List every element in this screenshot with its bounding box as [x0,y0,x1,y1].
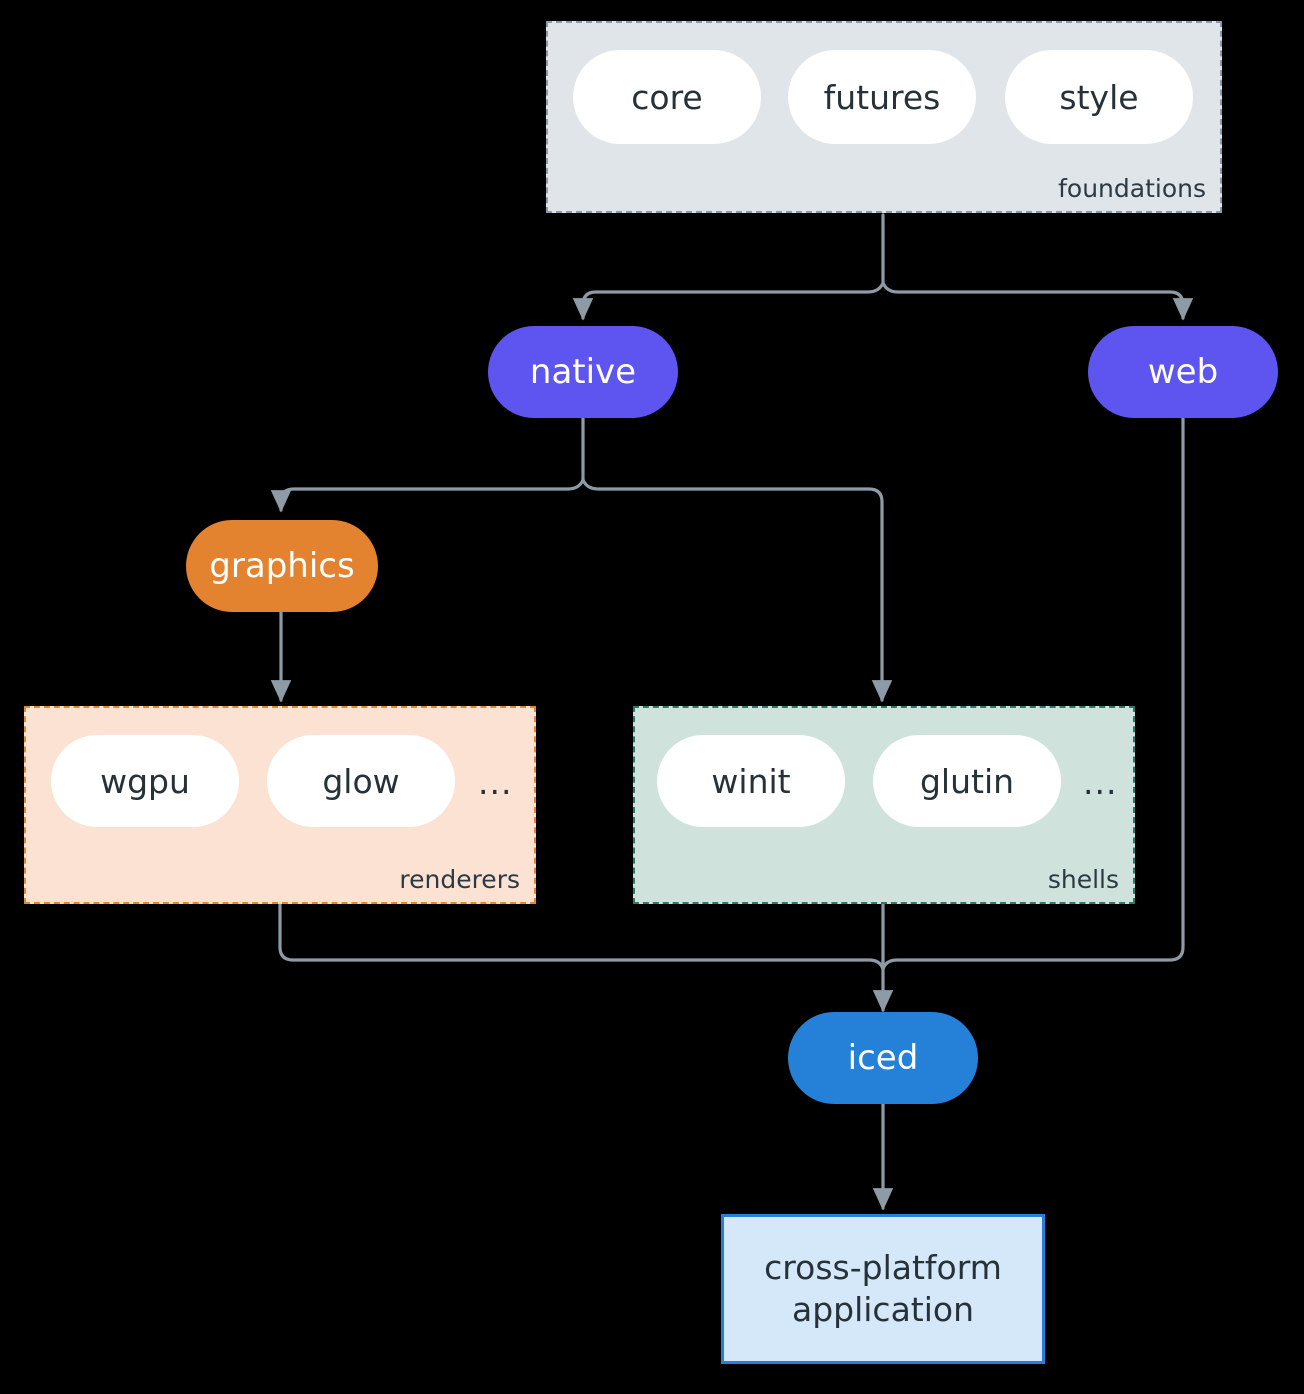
node-application[interactable]: cross-platform application [721,1214,1045,1364]
node-web[interactable]: web [1088,326,1278,418]
edge-foundations-to-web [881,281,1194,321]
node-glutin[interactable]: glutin [873,735,1061,827]
node-glow[interactable]: glow [267,735,455,827]
node-graphics[interactable]: graphics [186,520,378,612]
node-application-line2: application [791,1290,975,1329]
node-native[interactable]: native [488,326,678,418]
node-style[interactable]: style [1005,50,1193,144]
edge-foundations-to-native [572,281,885,321]
node-iced[interactable]: iced [788,1012,978,1104]
node-glutin-label: glutin [919,761,1015,801]
node-application-line1: cross-platform [764,1247,1002,1287]
node-glow-label: glow [322,761,400,801]
node-shells-more: ... [1083,763,1118,802]
cluster-foundations-label: foundations [1058,174,1206,203]
node-iced-label: iced [847,1038,919,1078]
node-winit-label: winit [711,761,791,801]
node-core-label: core [631,77,703,117]
node-core[interactable]: core [573,50,761,144]
cluster-shells-label: shells [1047,865,1119,894]
node-winit[interactable]: winit [657,735,845,827]
node-wgpu-label: wgpu [100,761,190,801]
node-wgpu[interactable]: wgpu [51,735,239,827]
node-web-label: web [1147,352,1219,392]
edge-renderers-to-iced [278,903,885,971]
edge-native-to-graphics [270,478,585,513]
node-futures-label: futures [823,77,941,117]
node-style-label: style [1059,77,1139,117]
node-graphics-label: graphics [209,546,355,586]
node-native-label: native [529,352,637,392]
edge-native-to-shells [581,478,893,703]
cluster-renderers-label: renderers [399,865,520,894]
node-renderers-more: ... [478,763,513,802]
node-futures[interactable]: futures [788,50,976,144]
